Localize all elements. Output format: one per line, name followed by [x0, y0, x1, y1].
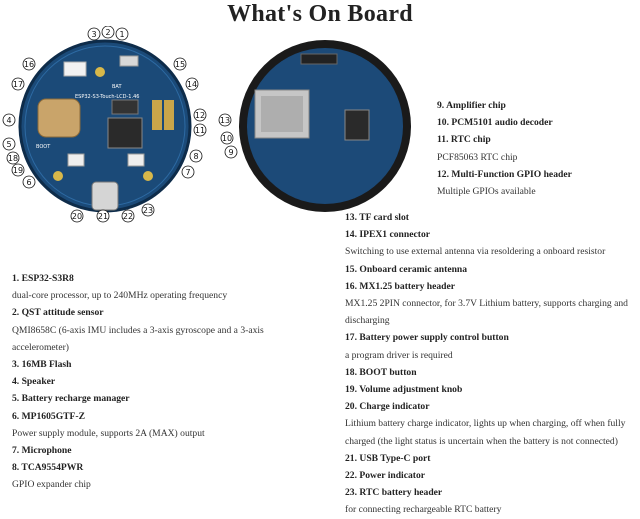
callout-number: 14 [187, 80, 197, 89]
callout-marker [218, 113, 232, 127]
callout-marker [121, 209, 135, 223]
callout-number: 4 [6, 116, 11, 125]
callout-marker [11, 77, 25, 91]
ceramic-antenna [119, 55, 139, 67]
list-item: 4. Speaker [12, 376, 56, 388]
list-item: 13. TF card slot [345, 212, 409, 223]
list-item: 9. Amplifier chip [437, 100, 506, 111]
usb-type-c-port [91, 181, 119, 211]
callout-number: 1 [119, 30, 124, 39]
list-item: 10. PCM5101 audio decoder [437, 117, 553, 129]
callout-number: 18 [8, 154, 18, 163]
callout-marker [87, 27, 101, 41]
callout-number: 13 [220, 116, 230, 125]
callout-marker [173, 57, 187, 71]
callout-marker [11, 163, 25, 177]
boot-button [67, 153, 85, 167]
callout-number: 22 [123, 212, 133, 221]
list-item: 22. Power indicator [345, 470, 426, 482]
callout-number: 9 [228, 148, 233, 157]
callout-marker [193, 108, 207, 122]
callout-marker [189, 149, 203, 163]
callout-marker [2, 137, 16, 151]
list-item: 3. 16MB Flash [12, 359, 72, 371]
board-back-figure: 9 10 13 [218, 40, 411, 212]
callout-marker [96, 209, 110, 223]
callout-marker [70, 209, 84, 223]
callout-number: 17 [13, 80, 23, 89]
page-title: What's On Board [227, 1, 413, 27]
board-front-figure: ESP32-S3-Touch-LCD-1.46 BAT BOOT 1234567… [2, 26, 207, 223]
list-item: 7. Microphone [12, 445, 72, 457]
boot-silk-label: BOOT [36, 144, 51, 150]
callout-marker [101, 26, 115, 39]
callout-number: 8 [193, 152, 198, 161]
callout-number: 11 [195, 126, 205, 135]
esp32-chip [107, 117, 143, 149]
callout-number: 10 [222, 134, 232, 143]
callout-number: 7 [185, 168, 190, 177]
pcb-back [247, 48, 403, 204]
callout-marker [181, 165, 195, 179]
flash-chip [111, 99, 139, 115]
callout-number: 5 [6, 140, 11, 149]
callout-number: 12 [195, 111, 205, 120]
callout-marker [224, 145, 238, 159]
callout-marker [22, 175, 36, 189]
tca-chip [127, 153, 145, 167]
gpio-header [152, 100, 174, 130]
knob-pad [53, 171, 63, 181]
callout-number: 20 [72, 212, 82, 221]
rtc-area [344, 109, 370, 141]
callout-marker [115, 27, 129, 41]
callout-marker [6, 151, 20, 165]
callout-marker [22, 57, 36, 71]
callout-number: 16 [24, 60, 34, 69]
list-item: 18. BOOT button [345, 366, 417, 378]
tf-card-inner [261, 96, 303, 132]
callout-marker [2, 113, 16, 127]
list-item: 5. Battery recharge manager [12, 393, 130, 405]
callout-marker [185, 77, 199, 91]
callout-number: 19 [13, 166, 23, 175]
list-item: 15. Onboard ceramic antenna [345, 263, 468, 275]
callout-marker [193, 123, 207, 137]
back-callouts: 9 10 13 [218, 113, 238, 159]
callout-number: 3 [91, 30, 96, 39]
battery-header [63, 61, 87, 77]
list-right-top: 9. Amplifier chip 10. PCM5101 audio deco… [437, 97, 637, 200]
list-item: 21. USB Type-C port [345, 452, 431, 464]
callout-number: 23 [143, 206, 153, 215]
callout-marker [220, 131, 234, 145]
callout-number: 15 [175, 60, 185, 69]
fpc-connector [300, 53, 338, 65]
board-silk-label: ESP32-S3-Touch-LCD-1.46 [75, 94, 139, 100]
top-pad [95, 67, 105, 77]
callout-number: 2 [105, 28, 110, 37]
speaker-component [37, 98, 81, 138]
callout-number: 21 [98, 212, 108, 221]
rtc-battery-pad [143, 171, 153, 181]
callout-number: 6 [26, 178, 31, 187]
callout-marker [141, 203, 155, 217]
bat-silk-label: BAT [112, 84, 122, 90]
list-item: 19. Volume adjustment knob [345, 384, 463, 396]
